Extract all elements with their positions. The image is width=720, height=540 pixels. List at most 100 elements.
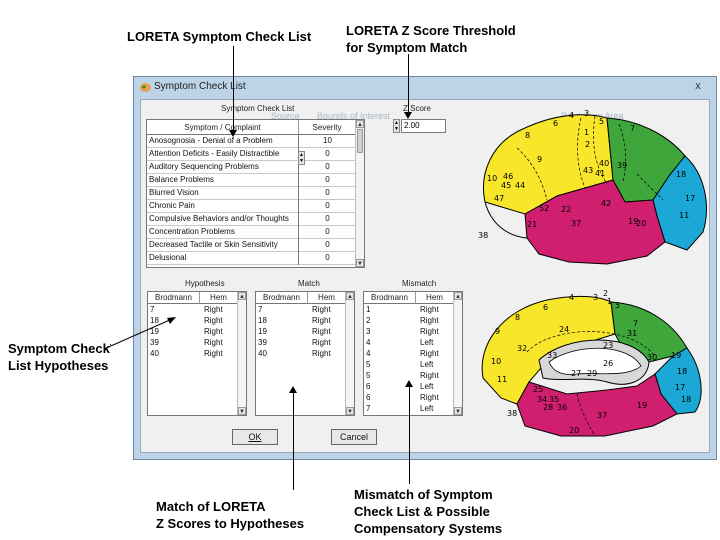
- table-row[interactable]: Decreased Tactile or Skin Sensitivity 0: [147, 239, 356, 252]
- scroll-down-icon[interactable]: ▼: [356, 259, 364, 267]
- col-brodmann[interactable]: Brodmann: [364, 292, 416, 304]
- severity-value[interactable]: 0: [325, 227, 330, 236]
- brodmann-area-label: 18: [677, 367, 687, 376]
- severity-value[interactable]: 0: [325, 188, 330, 197]
- hem-value: Right: [204, 349, 223, 358]
- brodmann-value: 40: [150, 349, 159, 358]
- col-hem[interactable]: Hem: [200, 292, 238, 304]
- brodmann-area-label: 28: [543, 403, 553, 412]
- brodmann-area-label: 1: [584, 128, 589, 137]
- brodmann-value: 2: [366, 316, 371, 325]
- col-hem[interactable]: Hem: [416, 292, 454, 304]
- table-row[interactable]: Attention Deficits - Easily Distractible…: [147, 148, 356, 161]
- scroll-down-icon[interactable]: ▼: [454, 407, 462, 415]
- severity-value[interactable]: 10: [323, 136, 332, 145]
- symptom-name: Decreased Tactile or Skin Sensitivity: [149, 240, 278, 249]
- scroll-up-icon[interactable]: ▲: [356, 120, 364, 128]
- severity-value[interactable]: 0: [325, 240, 330, 249]
- zscore-spinner-icon[interactable]: ▲▼: [393, 119, 400, 133]
- cancel-button[interactable]: Cancel: [331, 429, 377, 445]
- brodmann-area-label: 45: [501, 181, 511, 190]
- hem-value: Right: [204, 316, 223, 325]
- col-brodmann[interactable]: Brodmann: [148, 292, 200, 304]
- scroll-up-icon[interactable]: ▲: [346, 292, 354, 300]
- scroll-up-icon[interactable]: ▲: [238, 292, 246, 300]
- brodmann-area-label: 31: [627, 329, 637, 338]
- col-symptom[interactable]: Symptom / Complaint: [147, 120, 299, 135]
- severity-value[interactable]: 0: [325, 175, 330, 184]
- scroll-down-icon[interactable]: ▼: [346, 407, 354, 415]
- severity-value[interactable]: 0: [325, 253, 330, 262]
- severity-value[interactable]: 0: [325, 214, 330, 223]
- col-hem[interactable]: Hem: [308, 292, 346, 304]
- symptom-name: Chronic Pain: [149, 201, 195, 210]
- scroll-thumb[interactable]: [357, 129, 363, 153]
- column-divider: [298, 135, 299, 148]
- title-bar[interactable]: Symptom Check List x: [134, 77, 716, 99]
- brodmann-area-label: 46: [503, 172, 513, 181]
- severity-value[interactable]: 0: [325, 162, 330, 171]
- column-divider: [298, 252, 299, 265]
- arrow-icon-zscore: [404, 112, 412, 119]
- col-severity[interactable]: Severity: [299, 120, 356, 135]
- hem-value: Left: [420, 382, 434, 391]
- table-scrollbar[interactable]: ▲▼: [345, 292, 354, 415]
- scroll-up-icon[interactable]: ▲: [454, 292, 462, 300]
- scroll-down-icon[interactable]: ▼: [238, 407, 246, 415]
- col-brodmann[interactable]: Brodmann: [256, 292, 308, 304]
- close-button[interactable]: x: [695, 80, 701, 92]
- checklist-scrollbar[interactable]: ▲ ▼: [355, 120, 364, 267]
- match-label: Match: [298, 279, 320, 288]
- table-row[interactable]: Chronic Pain 0: [147, 200, 356, 213]
- column-divider: [298, 213, 299, 226]
- severity-spinner-icon[interactable]: ▲▼: [298, 151, 305, 165]
- brodmann-value: 19: [150, 327, 159, 336]
- hem-value: Right: [312, 327, 331, 336]
- table-scrollbar[interactable]: ▲▼: [453, 292, 462, 415]
- brodmann-value: 40: [258, 349, 267, 358]
- brodmann-area-label: 24: [559, 325, 569, 334]
- symptom-name: Attention Deficits - Easily Distractible: [149, 149, 280, 158]
- severity-value[interactable]: 0: [325, 149, 330, 158]
- zscore-input[interactable]: 2.00: [401, 119, 446, 133]
- table-scrollbar[interactable]: ▲▼: [237, 292, 246, 415]
- list-item[interactable]: 40 Right: [148, 349, 238, 360]
- symptom-checklist-table[interactable]: Symptom / Complaint Severity Anosognosia…: [146, 119, 365, 268]
- brodmann-area-label: 9: [537, 155, 542, 164]
- ok-button[interactable]: OK: [232, 429, 278, 445]
- brodmann-value: 4: [366, 349, 371, 358]
- severity-value[interactable]: 0: [325, 201, 330, 210]
- brodmann-area-label: 19: [628, 217, 638, 226]
- brodmann-area-label: 4: [569, 293, 574, 302]
- hem-value: Right: [312, 305, 331, 314]
